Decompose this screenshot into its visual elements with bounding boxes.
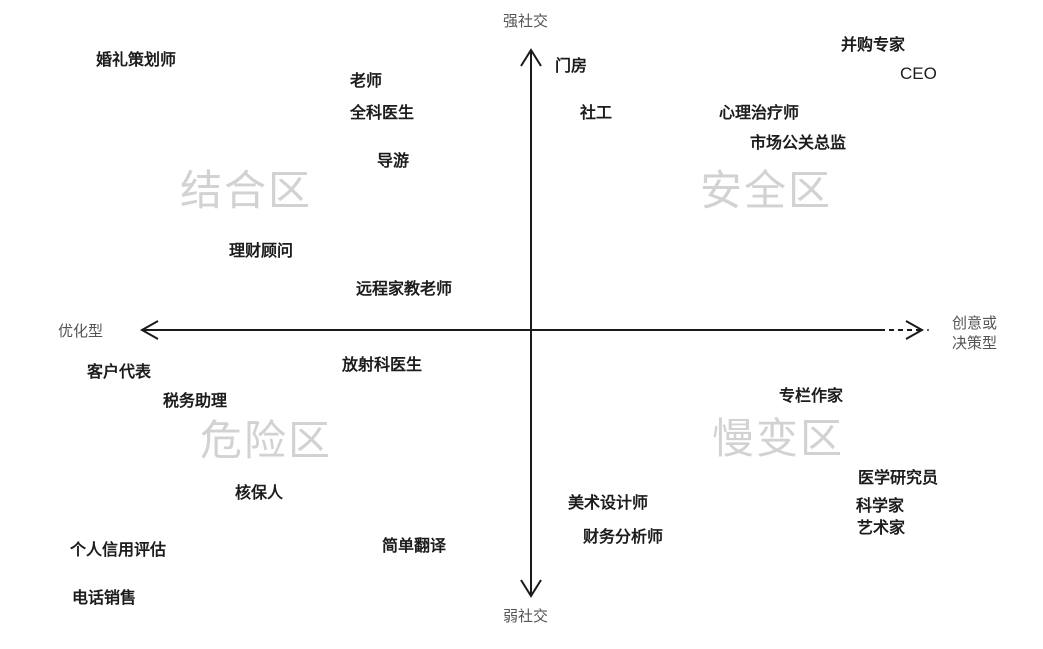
axis-label-top: 强社交	[503, 12, 549, 30]
axis-label-right-line2: 决策型	[952, 334, 998, 352]
arrow-down-icon	[520, 579, 542, 598]
zone-label-bottom-right: 慢变区	[712, 414, 845, 463]
job-label: 美术设计师	[568, 493, 649, 512]
axis-label-right-line1: 创意或	[952, 314, 998, 332]
job-label: 科学家	[856, 496, 905, 515]
axis-label-left: 优化型	[58, 322, 104, 340]
job-label: 并购专家	[841, 35, 906, 54]
axis-label-bottom: 弱社交	[503, 607, 549, 625]
job-label: 医学研究员	[858, 468, 939, 487]
job-label: 心理治疗师	[719, 103, 800, 122]
job-label: 客户代表	[87, 362, 152, 381]
job-label: 导游	[377, 151, 410, 170]
job-label: 简单翻译	[382, 536, 447, 555]
arrow-right-icon	[905, 320, 925, 340]
job-label: CEO	[900, 64, 937, 83]
job-label: 全科医生	[350, 103, 415, 122]
job-label: 老师	[350, 71, 383, 90]
zone-label-bottom-left: 危险区	[200, 416, 333, 465]
job-label: 远程家教老师	[356, 279, 453, 298]
job-label: 放射科医生	[342, 355, 423, 374]
job-label: 门房	[555, 56, 588, 75]
arrow-left-icon	[139, 320, 159, 340]
job-label: 社工	[580, 103, 613, 122]
job-label: 艺术家	[857, 518, 906, 537]
job-label: 财务分析师	[583, 527, 664, 546]
job-label: 专栏作家	[779, 386, 844, 405]
job-label: 个人信用评估	[70, 540, 167, 559]
zone-label-top-right: 安全区	[700, 166, 833, 215]
job-label: 税务助理	[163, 391, 228, 410]
job-label: 核保人	[235, 483, 284, 502]
job-label: 电话销售	[72, 588, 137, 607]
job-label: 市场公关总监	[750, 133, 847, 152]
axis-end-dot	[927, 329, 929, 331]
zone-label-top-left: 结合区	[180, 166, 313, 215]
job-label: 婚礼策划师	[96, 50, 177, 69]
arrow-up-icon	[520, 48, 542, 67]
job-label: 理财顾问	[229, 241, 294, 260]
